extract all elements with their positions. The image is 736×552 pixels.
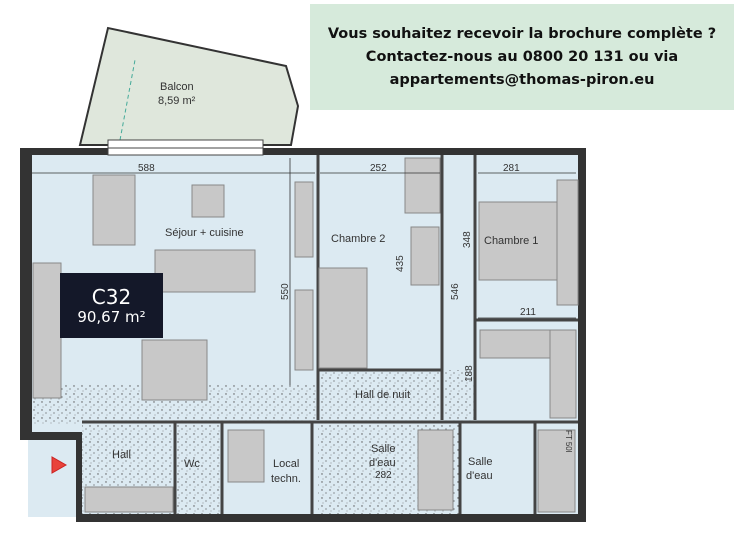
- room-local: Local: [273, 458, 299, 470]
- balcon-label: Balcon: [160, 81, 194, 93]
- ft-label: FT 50l: [564, 430, 573, 453]
- room-wc: Wc: [184, 458, 200, 470]
- room-local-techn: techn.: [271, 473, 301, 485]
- dim-211: 211: [520, 307, 536, 318]
- dim-588: 588: [138, 163, 155, 174]
- dim-546: 546: [450, 283, 461, 300]
- dim-550: 550: [280, 283, 291, 300]
- room-salle2-b: d'eau: [466, 470, 493, 482]
- dim-252: 252: [370, 163, 387, 174]
- banner-line-1: Vous souhaitez recevoir la brochure comp…: [327, 25, 717, 42]
- dim-188: 188: [464, 365, 475, 382]
- room-salle1: Salle: [371, 443, 395, 455]
- room-hall-nuit: Hall de nuit: [355, 389, 410, 401]
- room-salle2: Salle: [468, 456, 492, 468]
- banner-email[interactable]: appartements@thomas-piron.eu: [389, 71, 655, 88]
- dim-348: 348: [462, 231, 473, 248]
- unit-code: C32: [91, 284, 132, 309]
- unit-area: 90,67 m²: [77, 307, 146, 326]
- room-sejour: Séjour + cuisine: [165, 227, 244, 239]
- dim-282: 282: [375, 470, 392, 481]
- brochure-banner: Vous souhaitez recevoir la brochure comp…: [310, 4, 734, 110]
- room-chambre2: Chambre 2: [331, 233, 385, 245]
- room-salle1-b: d'eau: [369, 457, 396, 469]
- entry-arrow-icon: [51, 456, 68, 474]
- dim-281: 281: [503, 163, 520, 174]
- room-hall: Hall: [112, 449, 131, 461]
- unit-badge: C32 90,67 m²: [60, 273, 163, 338]
- banner-line-2: Contactez-nous au 0800 20 131 ou via: [365, 48, 679, 65]
- dim-435: 435: [395, 255, 406, 272]
- room-chambre1: Chambre 1: [484, 235, 538, 247]
- balcon-area: 8,59 m²: [158, 95, 196, 107]
